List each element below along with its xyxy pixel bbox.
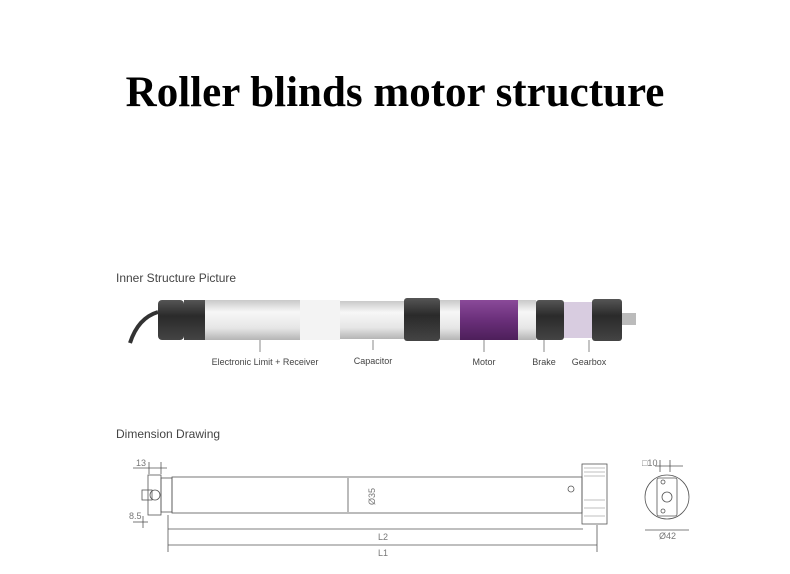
dim-head-width: 13 [136,458,146,468]
dim-L1: L1 [378,548,388,558]
output-shaft [622,313,636,325]
inner-structure-heading: Inner Structure Picture [116,271,236,285]
dimension-end-view [644,460,690,531]
capacitor-section [340,301,408,339]
page-title: Roller blinds motor structure [125,69,665,116]
brake-section [536,300,564,340]
part-label-gearbox: Gearbox [572,357,607,367]
dim-end-diameter: Ø42 [659,531,676,541]
dimension-side-view [133,462,608,552]
dim-square-shaft: □10 [642,458,657,468]
part-label-brake: Brake [532,357,556,367]
part-label-electronic-limit: Electronic Limit + Receiver [212,357,319,367]
gearbox-section [564,302,592,338]
dim-pin-offset: 8.5 [129,511,142,521]
dimension-drawing-heading: Dimension Drawing [116,427,220,441]
motor-cutaway-illustration [128,298,636,344]
motor-section [460,300,518,340]
electronic-limit-section [205,300,300,340]
dim-L2: L2 [378,532,388,542]
part-label-capacitor: Capacitor [354,356,393,366]
motor-head [158,300,184,340]
power-cable [128,310,159,344]
dim-tube-diameter: Ø35 [367,488,377,505]
part-label-motor: Motor [472,357,495,367]
